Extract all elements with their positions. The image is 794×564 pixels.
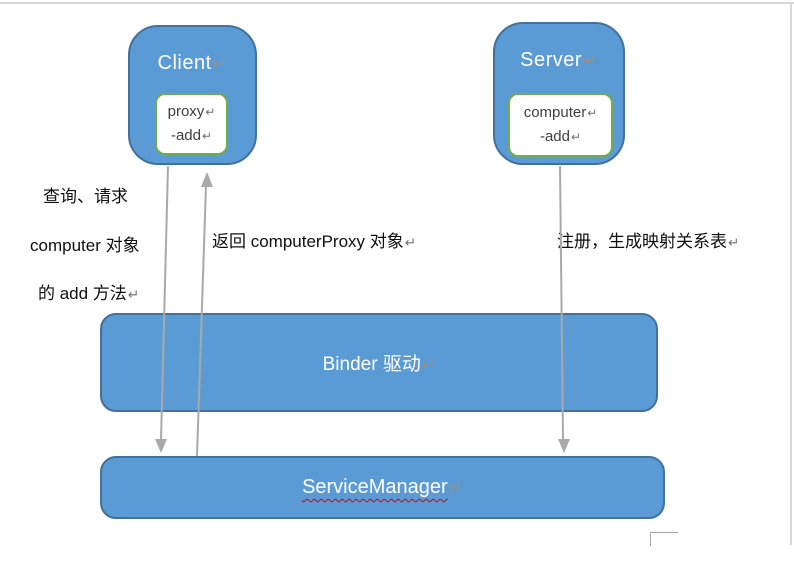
paragraph-mark: ↵ [404, 235, 417, 250]
client-label: Client [157, 52, 212, 74]
arrow-servicemanager-to-client[interactable] [196, 172, 213, 457]
paragraph-mark: ↵ [127, 287, 140, 302]
paragraph-mark: ↵ [728, 235, 740, 250]
page-top-boundary [0, 2, 794, 4]
computer-box-line2: -add↵ [539, 128, 582, 145]
annotation-query-line3: 的 add 方法↵ [38, 284, 140, 303]
annotation-query-line2: computer 对象 [30, 236, 140, 255]
annotation-return-proxy: 返回 computerProxy 对象↵ [212, 232, 417, 251]
paragraph-mark: ↵ [583, 51, 598, 70]
client-box-title: Client↵ [130, 52, 255, 75]
proxy-box[interactable]: proxy↵ -add↵ [155, 93, 228, 155]
proxy-box-line2: -add↵ [170, 127, 213, 144]
server-label: Server [520, 49, 583, 71]
page-right-boundary [790, 3, 792, 545]
arrowhead-down-icon [558, 439, 570, 453]
arrow-client-to-servicemanager[interactable] [155, 165, 169, 453]
binder-driver-box[interactable]: Binder 驱动↵ [100, 313, 658, 412]
server-box-title: Server↵ [495, 49, 623, 72]
annotation-query-line1: 查询、请求 [43, 187, 128, 206]
arrowhead-down-icon [155, 439, 167, 453]
paragraph-mark: ↵ [201, 129, 213, 143]
paragraph-mark: ↵ [570, 130, 582, 144]
computer-box-line1: computer↵ [523, 104, 598, 121]
proxy-box-line1: proxy↵ [167, 103, 216, 120]
arrowhead-up-icon [201, 172, 213, 187]
paragraph-mark: ↵ [212, 54, 228, 73]
servicemanager-title: ServiceManager↵ [302, 476, 463, 499]
binder-driver-title: Binder 驱动↵ [322, 354, 436, 375]
servicemanager-label: ServiceManager [302, 476, 448, 498]
servicemanager-box[interactable]: ServiceManager↵ [100, 456, 665, 519]
paragraph-mark: ↵ [205, 105, 216, 119]
paragraph-mark: ↵ [448, 478, 463, 497]
arrow-server-to-servicemanager[interactable] [558, 165, 570, 453]
frame-corner-mark [650, 532, 678, 546]
computer-box[interactable]: computer↵ -add↵ [508, 93, 613, 157]
paragraph-mark: ↵ [421, 356, 436, 374]
paragraph-mark: ↵ [587, 106, 598, 120]
annotation-register: 注册，生成映射关系表↵ [557, 232, 740, 251]
